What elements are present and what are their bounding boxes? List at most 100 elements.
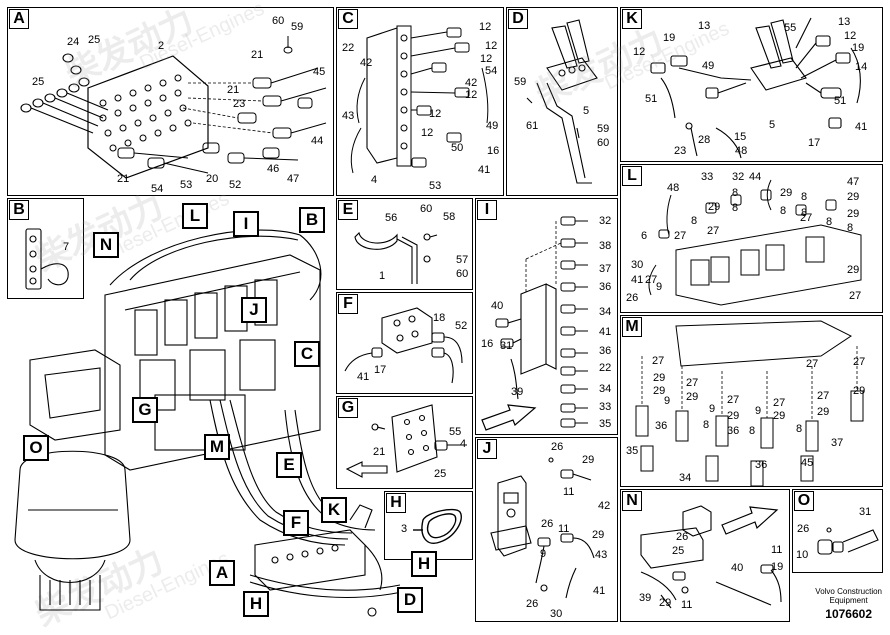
num-m-27: 27 [652,355,665,367]
callout-g[interactable]: G [132,397,158,423]
callout-l[interactable]: L [182,203,208,229]
callout-i[interactable]: I [233,211,259,237]
num-m-27f: 27 [773,397,786,409]
callout-f[interactable]: F [283,510,309,536]
num-g-55: 55 [449,426,462,438]
num-o-31: 31 [859,506,872,518]
num-f-41: 41 [357,371,370,383]
num-c-12d: 12 [465,89,478,101]
num-a-52: 52 [229,179,242,191]
panel-g-label: G [338,398,358,418]
panel-j-label: J [477,439,497,459]
num-k-19: 19 [663,32,676,44]
num-i-34b: 34 [599,383,612,395]
num-e-60b: 60 [456,268,469,280]
num-i-33: 33 [599,401,612,413]
num-l-33: 33 [701,171,714,183]
panel-f-drawing [344,307,463,384]
num-n-29: 29 [659,597,672,609]
callout-m[interactable]: M [204,434,230,460]
num-m-8: 8 [703,419,710,431]
num-j-9: 9 [540,548,547,560]
num-h-3: 3 [401,523,408,535]
callout-k[interactable]: K [321,497,347,523]
num-m-8b: 8 [749,425,756,437]
panel-h-label: H [386,493,406,513]
num-j-30: 30 [550,608,563,620]
panel-k-drawing [650,17,861,159]
callout-a[interactable]: A [209,560,235,586]
panel-i: I 32 38 37 36 40 34 41 16 31 36 22 39 34… [475,198,618,435]
callout-n[interactable]: N [93,232,119,258]
panel-i-drawing [495,216,588,428]
callout-d[interactable]: D [397,587,423,613]
callout-e[interactable]: E [276,452,302,478]
num-a-21c: 21 [117,173,130,185]
panel-g: G 55 21 4 25 [336,396,473,489]
num-f-52: 52 [455,320,468,332]
panel-n-label: N [622,491,642,511]
num-l-8h: 8 [847,222,854,234]
num-l-44: 44 [749,171,762,183]
num-c-12e: 12 [429,108,442,120]
num-l-8g: 8 [826,216,833,228]
num-a-60: 60 [272,15,285,27]
num-m-34: 34 [679,472,692,484]
panel-o: O 26 31 10 [792,489,883,573]
num-m-35: 35 [626,445,639,457]
num-j-29: 29 [582,454,595,466]
panel-m-drawing [635,320,864,487]
panel-j: J 26 29 11 42 26 11 29 9 43 41 26 30 [475,437,618,622]
num-i-37: 37 [599,263,612,275]
panel-a-drawing [20,36,327,179]
num-k-13b: 13 [698,20,711,32]
num-c-53: 53 [429,180,442,192]
num-l-27e: 27 [849,290,862,302]
num-k-12b: 12 [633,46,646,58]
num-j-29b: 29 [592,529,605,541]
panel-b-drawing [25,228,69,290]
num-l-8b: 8 [732,202,739,214]
panel-e: E 56 60 58 57 1 60 [336,198,473,290]
num-m-27g: 27 [817,390,830,402]
panel-d: D 59 61 5 59 60 [506,7,618,196]
num-k-19b: 19 [852,42,865,54]
num-m-29c: 29 [686,391,699,403]
num-a-21: 21 [251,49,264,61]
panel-i-label: I [477,200,497,220]
num-c-16: 16 [487,145,500,157]
num-c-50: 50 [451,142,464,154]
callout-o[interactable]: O [23,435,49,461]
num-a-20: 20 [206,173,219,185]
num-k-17: 17 [808,137,821,149]
callout-c[interactable]: C [294,341,320,367]
callout-h-left[interactable]: H [243,591,269,617]
panel-a: A 60 59 24 25 2 25 21 45 21 23 44 21 54 [7,7,334,196]
num-m-36c: 36 [755,459,768,471]
num-m-45: 45 [801,457,814,469]
num-m-29: 29 [653,372,666,384]
panel-d-drawing [526,19,598,184]
num-m-27e: 27 [727,394,740,406]
num-g-4: 4 [460,438,467,450]
num-k-28: 28 [698,134,711,146]
callout-h-right[interactable]: H [411,551,437,577]
num-c-12: 12 [479,21,492,33]
num-l-8: 8 [732,187,739,199]
num-a-54: 54 [151,183,164,195]
callout-b-top[interactable]: B [299,207,325,233]
num-f-18: 18 [433,312,446,324]
num-l-8f: 8 [780,205,787,217]
num-m-29b: 29 [653,385,666,397]
callout-j[interactable]: J [241,297,267,323]
num-d-61: 61 [526,120,539,132]
panel-l-drawing [648,179,862,306]
num-j-26c: 26 [526,598,539,610]
panel-l: L 48 33 32 44 47 8 29 8 29 29 8 8 6 27 2… [620,164,883,313]
num-l-32: 32 [732,171,745,183]
num-c-42b: 42 [465,77,478,89]
num-m-27b: 27 [686,377,699,389]
num-l-29e: 29 [847,264,860,276]
panel-e-label: E [338,200,358,220]
